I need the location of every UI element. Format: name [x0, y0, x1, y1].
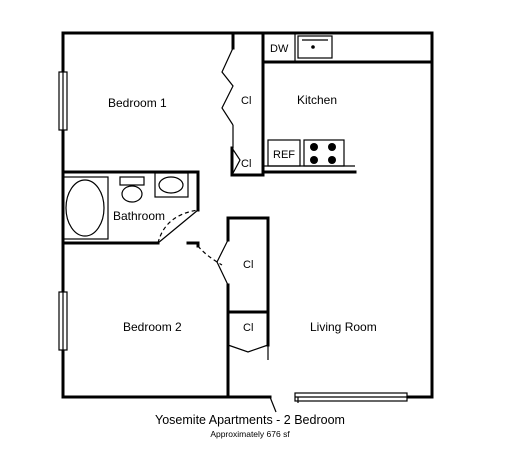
door-small-closet: [231, 147, 241, 176]
stove-icon: [303, 139, 345, 167]
door-bedroom2: [197, 239, 229, 286]
door-entry: [269, 396, 299, 413]
sink-icon: [154, 172, 189, 198]
window-bedroom2: [58, 291, 68, 351]
toilet-icon: [119, 176, 145, 203]
window-living-room: [294, 392, 408, 402]
room-label-bedroom1: Bedroom 1: [108, 96, 167, 110]
plan-area: Approximately 676 sf: [210, 429, 290, 439]
closet-label-mid: Cl: [243, 259, 253, 271]
door-bedroom1-closet: [221, 47, 234, 148]
refrigerator-appliance: [267, 139, 301, 167]
closet-label-small: Cl: [241, 158, 251, 170]
dishwasher-label: DW: [270, 43, 289, 55]
closet-label-bedroom1: Cl: [241, 95, 251, 107]
room-label-bedroom2: Bedroom 2: [123, 320, 182, 334]
window-bedroom1: [58, 71, 68, 131]
door-bathroom: [157, 209, 199, 244]
plan-title: Yosemite Apartments - 2 Bedroom: [155, 413, 345, 427]
bathtub: [62, 176, 109, 240]
room-label-kitchen: Kitchen: [297, 93, 337, 107]
closet-label-low: Cl: [243, 322, 253, 334]
kitchen-sink-icon: [297, 35, 333, 59]
door-low-closet: [227, 344, 269, 360]
room-label-bathroom: Bathroom: [113, 209, 165, 223]
room-label-living-room: Living Room: [310, 320, 377, 334]
refrigerator-label: REF: [273, 149, 295, 161]
